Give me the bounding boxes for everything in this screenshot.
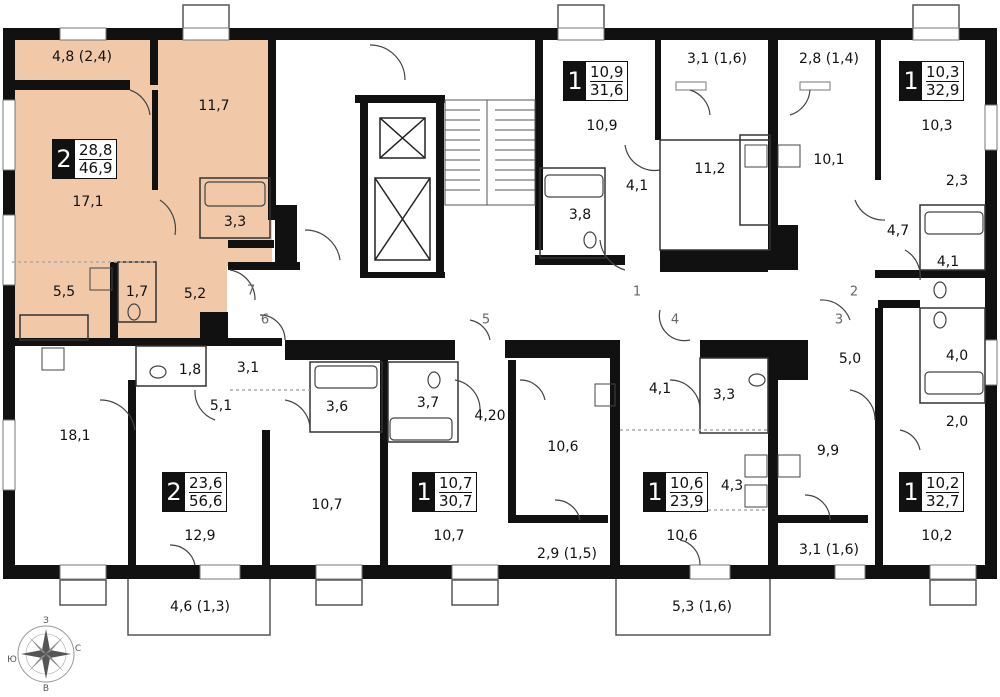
room-area: 4,8 (2,4) — [52, 49, 112, 65]
room-count: 1 — [900, 473, 922, 511]
room-area: 4,1 — [648, 381, 672, 397]
room-area: 11,7 — [198, 98, 230, 114]
room-area: 5,1 — [209, 398, 233, 414]
door-number: 5 — [481, 312, 491, 328]
total-area: 46,9 — [79, 158, 113, 177]
room-area: 4,6 (1,3) — [170, 599, 230, 615]
room-area: 3,8 — [568, 207, 592, 223]
bathtubs — [204, 174, 984, 441]
room-area: 5,2 — [183, 286, 207, 302]
room-count: 1 — [564, 62, 586, 100]
room-area: 3,7 — [416, 395, 440, 411]
room-count: 2 — [53, 140, 75, 178]
interior-walls — [12, 40, 985, 575]
total-area: 23,9 — [670, 491, 704, 510]
room-area: 5,0 — [838, 351, 862, 367]
room-area: 4,1 — [625, 178, 649, 194]
living-area: 10,2 — [926, 473, 960, 493]
stairs — [444, 99, 536, 206]
total-area: 31,6 — [590, 80, 624, 99]
door-number: 6 — [260, 312, 270, 328]
compass-label-right: С — [74, 644, 82, 654]
room-area: 10,3 — [921, 118, 953, 134]
room-area: 9,9 — [816, 443, 840, 459]
compass-label-top: З — [43, 616, 49, 626]
room-area: 18,1 — [59, 428, 91, 444]
total-area: 56,6 — [189, 491, 223, 510]
room-area: 3,1 — [236, 360, 260, 376]
total-area: 32,7 — [926, 491, 960, 510]
room-area: 10,6 — [547, 439, 579, 455]
living-area: 10,3 — [926, 62, 960, 82]
room-area: 2,0 — [945, 414, 969, 430]
room-area: 2,3 — [945, 173, 969, 189]
room-area: 1,7 — [125, 284, 149, 300]
room-area: 10,7 — [433, 528, 465, 544]
lift-shafts — [374, 117, 431, 261]
compass-label-bottom: В — [42, 684, 50, 694]
living-area: 28,8 — [79, 140, 113, 160]
door-number: 1 — [632, 284, 642, 300]
room-area: 3,1 (1,6) — [687, 51, 747, 67]
room-area: 3,3 — [223, 214, 247, 230]
toilets — [127, 231, 947, 389]
room-count: 1 — [900, 62, 922, 100]
room-area: 4,3 — [720, 478, 744, 494]
compass-rose-icon — [17, 625, 75, 683]
living-area: 10,9 — [590, 62, 624, 82]
room-area: 10,1 — [813, 152, 845, 168]
room-area: 4,20 — [474, 408, 506, 424]
window-openings — [2, 27, 998, 580]
room-count: 2 — [163, 473, 185, 511]
room-count: 1 — [413, 473, 435, 511]
compass-label-left: Ю — [7, 655, 17, 665]
room-area: 10,7 — [311, 497, 343, 513]
total-area: 32,9 — [926, 80, 960, 99]
room-area: 17,1 — [72, 194, 104, 210]
room-area: 10,6 — [666, 528, 698, 544]
living-area: 10,6 — [670, 473, 704, 493]
room-area: 4,0 — [945, 348, 969, 364]
living-area: 23,6 — [189, 473, 223, 493]
room-area: 12,9 — [184, 528, 216, 544]
stoves — [41, 144, 801, 508]
room-area: 2,8 (1,4) — [799, 51, 859, 67]
room-area: 2,9 (1,5) — [537, 546, 597, 562]
room-count: 1 — [644, 473, 666, 511]
total-area: 30,7 — [439, 491, 473, 510]
door-number: 3 — [834, 312, 844, 328]
partitions — [12, 134, 986, 511]
room-area: 3,1 (1,6) — [799, 542, 859, 558]
room-area: 11,2 — [694, 161, 726, 177]
room-area: 4,7 — [886, 223, 910, 239]
compass: З С В Ю — [7, 615, 84, 694]
room-area: 10,9 — [586, 118, 618, 134]
door-number: 7 — [246, 283, 256, 299]
room-area: 4,1 — [936, 254, 960, 270]
living-area: 10,7 — [439, 473, 473, 493]
room-area: 3,6 — [325, 399, 349, 415]
room-area: 10,2 — [921, 528, 953, 544]
top-windows — [182, 4, 960, 31]
room-area: 5,3 (1,6) — [672, 599, 732, 615]
door-swings — [99, 44, 921, 566]
bottom-windows — [59, 579, 977, 606]
door-number: 4 — [670, 312, 680, 328]
room-area: 3,3 — [712, 387, 736, 403]
door-number: 2 — [849, 284, 859, 300]
room-area: 1,8 — [178, 362, 202, 378]
room-area: 5,5 — [52, 284, 76, 300]
